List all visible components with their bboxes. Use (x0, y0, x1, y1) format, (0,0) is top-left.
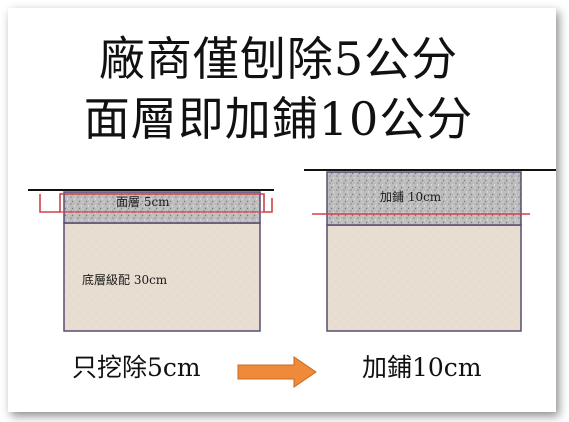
right-overlay-label: 加鋪 10cm (380, 190, 442, 204)
right-overlay-layer (326, 171, 522, 226)
right-pavement-section (304, 169, 556, 332)
arrow-icon (237, 356, 317, 388)
title-line-1: 廠商僅刨除5公分 (98, 32, 459, 86)
left-pavement-section (28, 189, 274, 332)
title-line-2: 面層即加鋪10公分 (83, 92, 474, 146)
left-surface-label: 面層 5cm (116, 195, 170, 209)
left-caption: 只挖除5cm (72, 353, 201, 382)
left-cut-outline (39, 193, 273, 213)
left-surface-layer (63, 191, 261, 224)
right-base-layer (326, 224, 522, 332)
left-base-layer (63, 222, 261, 332)
right-caption: 加鋪10cm (362, 353, 482, 382)
left-base-label: 底層級配 30cm (82, 273, 168, 287)
